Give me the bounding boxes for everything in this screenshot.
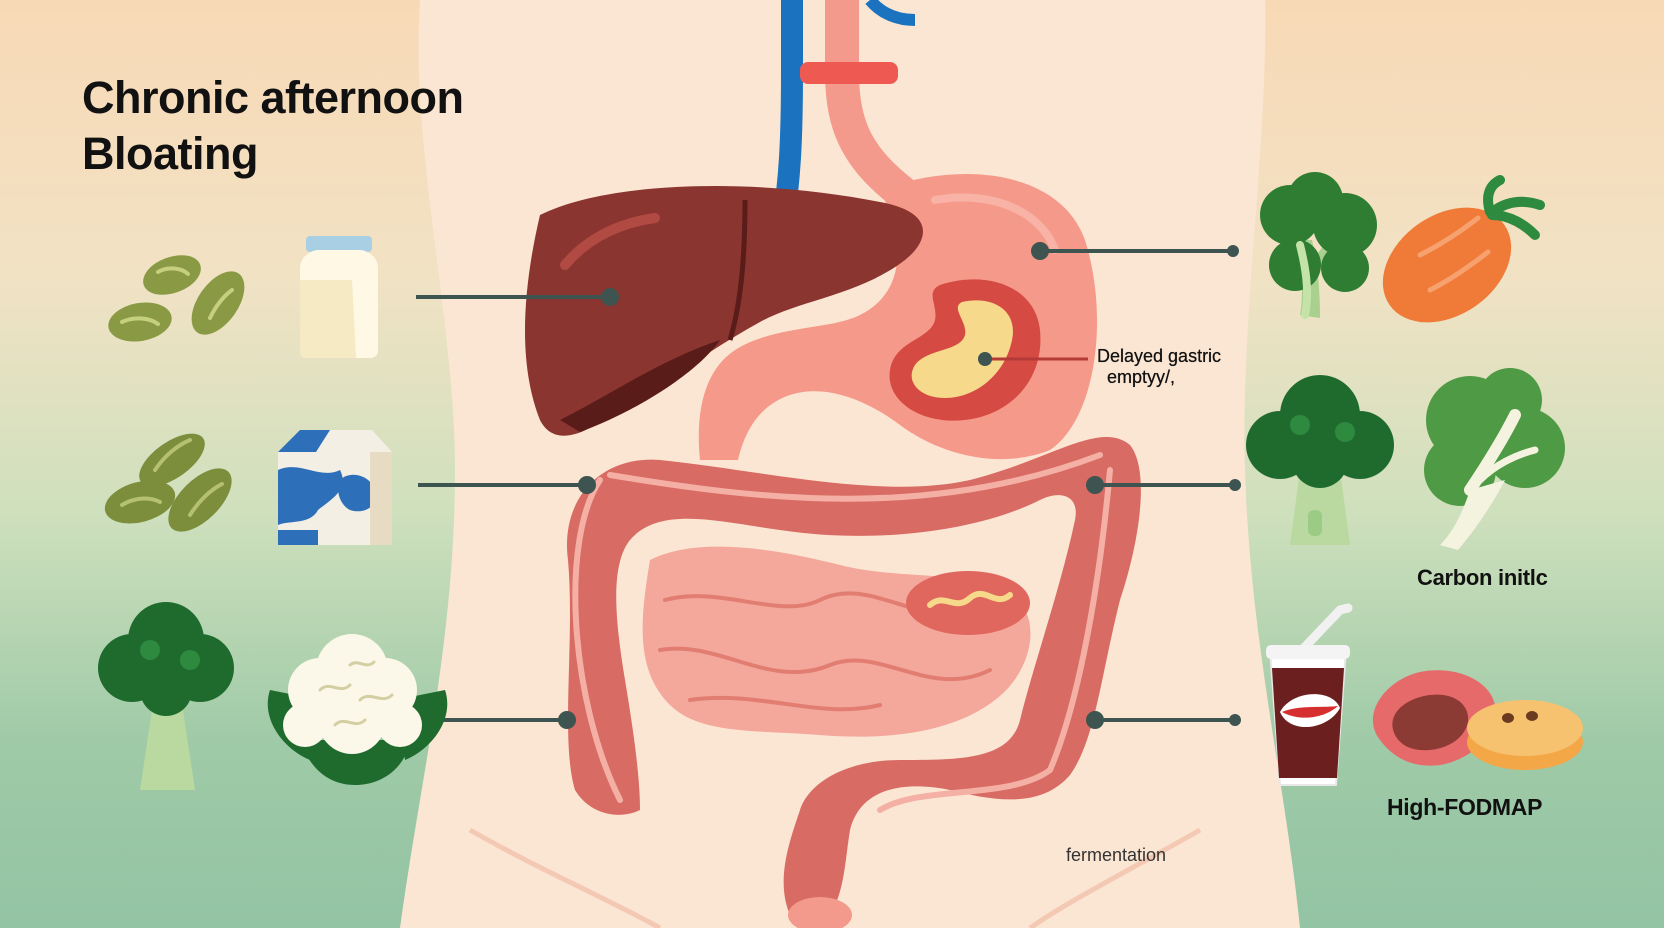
broccoli-icon <box>98 602 234 790</box>
soda-cup-icon <box>1266 603 1353 786</box>
fermenting-gas <box>927 590 1013 608</box>
broccoli-icon <box>1246 375 1394 545</box>
label-high-fodmap: High-FODMAP <box>1387 794 1543 820</box>
beans-icon <box>108 255 245 342</box>
fried-snack-icon <box>1372 670 1583 770</box>
leader-lines <box>416 242 1241 729</box>
label-fermentation: fermentation <box>1066 845 1167 865</box>
vessel-blue-arch <box>865 0 916 26</box>
colon-inner-line-right <box>877 467 1113 813</box>
liver-highlight <box>560 213 660 270</box>
colon <box>566 437 1141 923</box>
esophageal-band <box>800 62 898 84</box>
food-bolus-inner <box>911 300 1013 398</box>
waist-curve-left <box>468 827 662 928</box>
stomach-highlight <box>931 193 1059 254</box>
rectum-end <box>788 897 852 928</box>
carrot-icon <box>1382 175 1545 323</box>
colon-inner-line-top <box>607 452 1103 502</box>
waist-curve-right <box>1028 827 1202 928</box>
gastric-leader <box>978 352 1088 366</box>
label-carbonated: Carbon initlc <box>1417 565 1548 590</box>
milk-carton-icon <box>278 430 392 545</box>
cauliflower-icon <box>267 634 448 785</box>
title-line-2: Bloating <box>82 128 258 179</box>
bok-choy-icon <box>1424 368 1565 550</box>
liver-fissure <box>727 199 748 341</box>
liver <box>525 186 923 436</box>
title-line-1: Chronic afternoon <box>82 72 464 123</box>
beans-icon <box>104 433 232 532</box>
milk-bottle-icon <box>300 236 378 358</box>
liver-shadow <box>560 340 720 432</box>
broccoli-icon <box>1260 172 1377 319</box>
label-gastric-line-2: emptyy/, <box>1107 367 1176 387</box>
label-gastric-line-1: Delayed gastric <box>1097 346 1222 366</box>
label-delayed-gastric-emptying: Delayed gastric emptyy/, <box>1097 346 1221 388</box>
colon-inner-line <box>572 477 623 803</box>
page-title: Chronic afternoon Bloating <box>82 70 464 182</box>
